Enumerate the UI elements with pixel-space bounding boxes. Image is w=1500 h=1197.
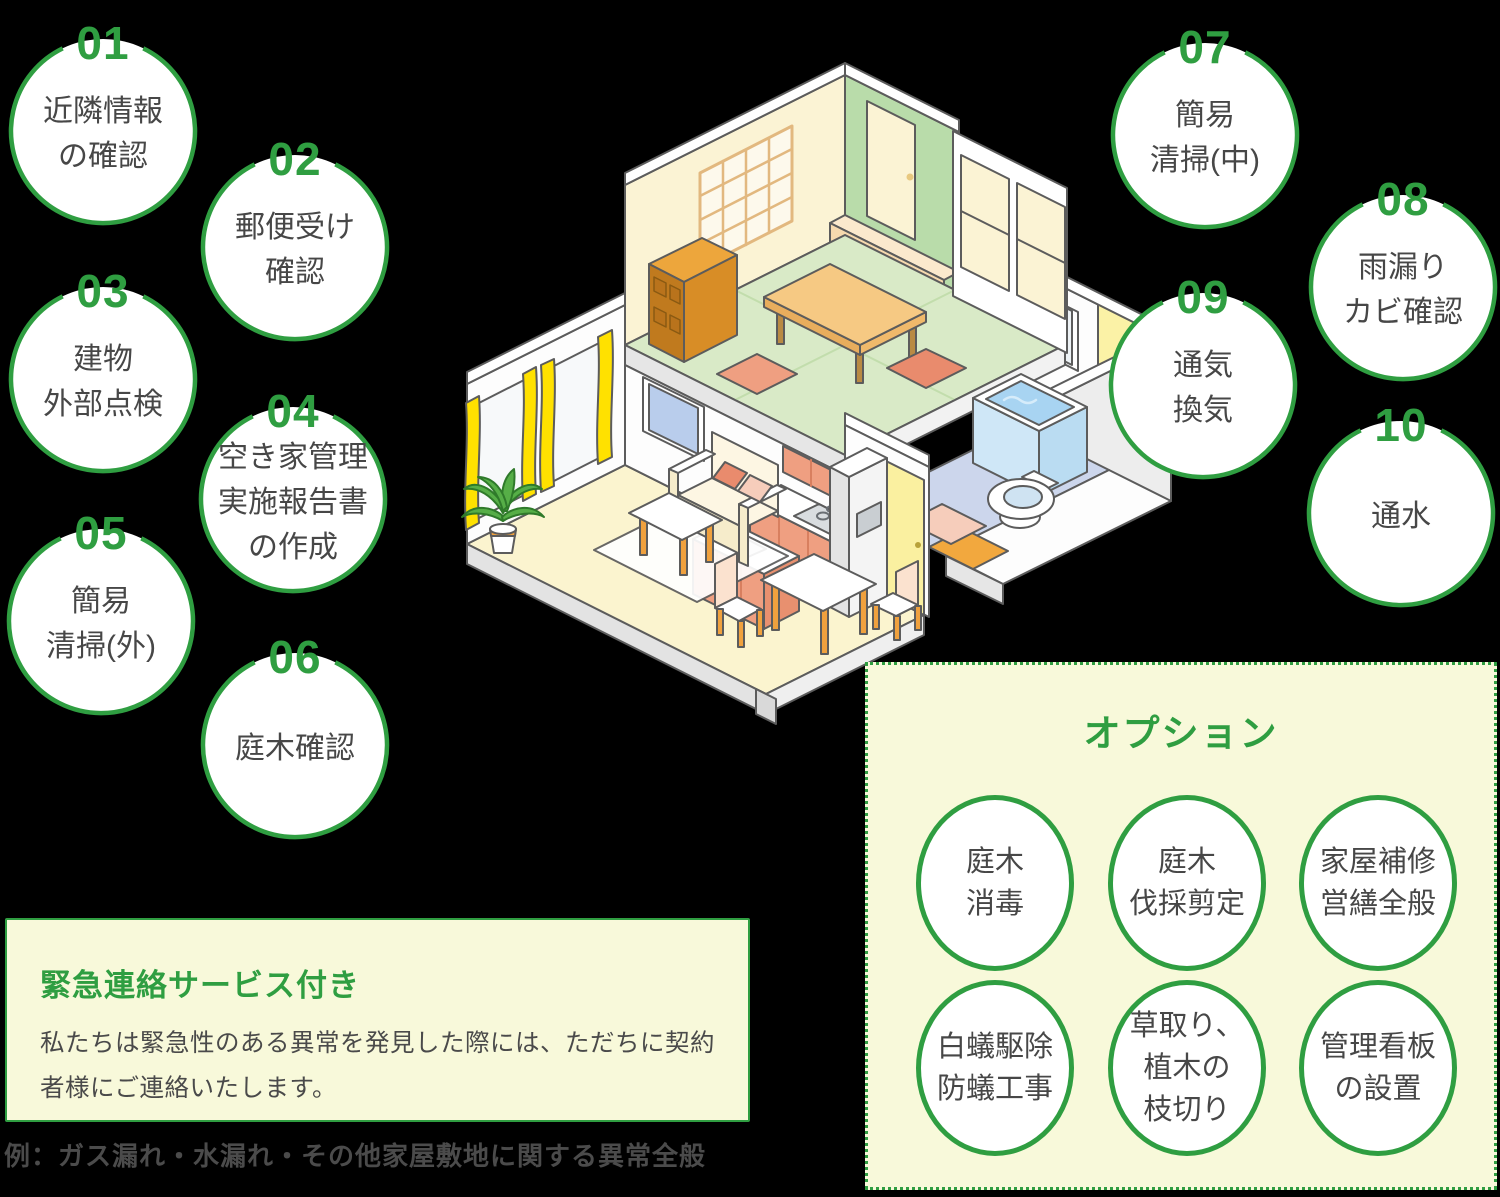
tatami-door (866, 100, 916, 241)
emergency-title: 緊急連絡サービス付き (40, 968, 360, 1003)
floor-cushion (716, 353, 798, 395)
options-panel: オプション 庭木 消毒 庭木 伐採剪定 家屋補修 営繕全般 白蟻駆除 防蟻工事 … (865, 662, 1497, 1190)
option-label: 庭木 伐採剪定 (1128, 845, 1245, 920)
bathtub (972, 373, 1088, 497)
option-label: 白蟻駆除 防蟻工事 (936, 1030, 1053, 1105)
step-number: 06 (268, 631, 322, 683)
house-illustration (461, 62, 1172, 725)
step-number: 08 (1376, 173, 1430, 225)
potted-plant (461, 468, 545, 554)
step-label: 郵便受け 確認 (235, 211, 355, 289)
step-number: 05 (74, 507, 128, 559)
step-number: 02 (268, 133, 322, 185)
step-label: 近隣情報 の確認 (43, 95, 163, 173)
dining-set (714, 552, 922, 655)
coffee-table (628, 492, 723, 576)
step-label: 通水 (1371, 499, 1431, 533)
option-label: 庭木 消毒 (965, 845, 1024, 920)
options-title: オプション (1083, 713, 1279, 754)
step-number: 03 (76, 265, 130, 317)
step-circle-01: 01 近隣情報 の確認 (8, 17, 198, 226)
step-number: 07 (1178, 21, 1232, 73)
sliding-door (952, 130, 1068, 354)
step-circle-02: 02 郵便受け 確認 (200, 133, 390, 342)
step-label: 雨漏り カビ確認 (1343, 251, 1463, 329)
step-number: 04 (266, 385, 320, 437)
curtains (464, 329, 614, 531)
tansu-chest (648, 237, 738, 363)
step-circle-06: 06 庭木確認 (200, 631, 390, 840)
option-circle-4: 白蟻駆除 防蟻工事 (916, 980, 1074, 1156)
step-number: 01 (76, 17, 130, 69)
floor-cushion (886, 348, 967, 389)
low-table (763, 263, 927, 384)
step-circle-07: 07 簡易 清掃(中) (1110, 21, 1300, 230)
step-circle-04: 04 空き家管理 実施報告書 の作成 (198, 385, 388, 594)
option-label: 管理看板 の設置 (1319, 1030, 1436, 1105)
step-label: 簡易 清掃(中) (1150, 99, 1260, 177)
option-label: 草取り、 植木の 枝切り (1129, 1009, 1245, 1127)
step-label: 通気 換気 (1173, 349, 1233, 427)
emergency-body: 私たちは緊急性のある異常を発見した際には、ただちに契約者様にご連絡いたします。 (40, 1030, 715, 1103)
emergency-example: 例：ガス漏れ・水漏れ・その他家屋敷地に関する異常全般 (4, 1141, 707, 1171)
step-circle-08: 08 雨漏り カビ確認 (1308, 173, 1498, 382)
step-circle-03: 03 建物 外部点検 (8, 265, 198, 474)
option-label: 家屋補修 営繕全般 (1319, 845, 1436, 920)
step-number: 09 (1176, 271, 1230, 323)
sofa-cushion (737, 474, 773, 503)
living-room (461, 292, 930, 725)
option-circle-5: 草取り、 植木の 枝切り (1108, 980, 1266, 1156)
option-circle-3: 家屋補修 営繕全般 (1299, 795, 1457, 971)
step-label: 建物 外部点検 (43, 343, 163, 421)
option-circle-2: 庭木 伐採剪定 (1108, 795, 1266, 971)
option-circle-6: 管理看板 の設置 (1299, 980, 1457, 1156)
step-label: 庭木確認 (235, 731, 355, 765)
step-circle-09: 09 通気 換気 (1108, 271, 1298, 480)
toilet (987, 470, 1059, 529)
step-circle-05: 05 簡易 清掃(外) (6, 507, 196, 716)
emergency-panel: 緊急連絡サービス付き 私たちは緊急性のある異常を発見した際には、ただちに契約者様… (5, 918, 750, 1122)
step-label: 空き家管理 実施報告書 の作成 (218, 440, 368, 564)
step-circle-10: 10 通水 (1306, 399, 1496, 608)
option-circle-1: 庭木 消毒 (916, 795, 1074, 971)
sofa-cushion (712, 461, 748, 490)
step-label: 簡易 清掃(外) (46, 585, 156, 663)
microwave (856, 501, 882, 538)
step-number: 10 (1374, 399, 1428, 451)
